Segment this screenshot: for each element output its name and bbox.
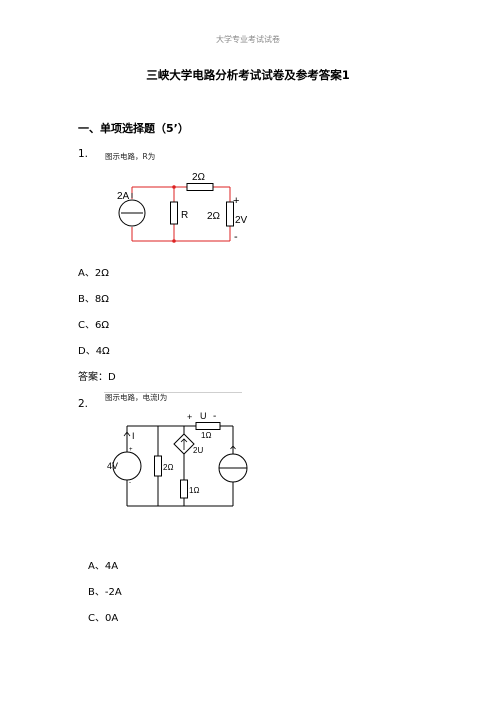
page-header: 大学专业考试试卷 xyxy=(216,35,280,44)
q1-right-resistor xyxy=(226,201,234,227)
q2-left-plus: + xyxy=(129,447,133,453)
q2-u-plus: + xyxy=(187,412,192,422)
question-1-circuit-diagram: 2A 2Ω R 2Ω + 2V - xyxy=(117,172,248,243)
question-2-prompt: 图示电路，电流I为 xyxy=(105,393,168,402)
q2-source-label: 4V xyxy=(107,461,118,471)
q1-top-resistor-label: 2Ω xyxy=(192,172,206,183)
q1-node-bottom xyxy=(172,239,176,243)
question-1-option-d: D、4Ω xyxy=(78,346,110,357)
q2-resistor-2ohm xyxy=(154,455,162,477)
q1-minus-sign: - xyxy=(234,231,238,243)
q1-plus-sign: + xyxy=(233,195,239,207)
question-2-option-b: B、-2A xyxy=(88,587,122,598)
document-title: 三峡大学电路分析考试试卷及参考答案1 xyxy=(146,68,350,82)
q1-wires xyxy=(131,186,231,242)
question-1-option-c: C、6Ω xyxy=(78,320,109,331)
question-1-prompt: 图示电路，R为 xyxy=(105,152,156,161)
section-title: 一、单项选择题（5’） xyxy=(78,122,189,135)
q2-resistor-1ohm-lower xyxy=(180,479,188,499)
q2-dependent-arrow-icon xyxy=(180,438,188,450)
q1-top-resistor xyxy=(186,183,214,191)
q2-voltage-source xyxy=(112,451,142,481)
q2-resistor-1ohm-lower-label: 1Ω xyxy=(189,486,199,495)
q2-u-minus: - xyxy=(213,411,216,422)
divider-line xyxy=(104,392,242,393)
question-1-option-a: A、2Ω xyxy=(78,268,109,279)
q1-node-top xyxy=(172,185,176,189)
q2-left-minus: - xyxy=(129,480,131,486)
q1-voltage-label: 2V xyxy=(235,215,248,226)
q1-right-resistor-label: 2Ω xyxy=(207,211,221,222)
q2-resistor-2ohm-label: 2Ω xyxy=(163,463,173,472)
q2-dependent-source-label: 2U xyxy=(193,446,203,455)
question-2-option-a: A、4A xyxy=(88,561,119,572)
q2-right-arrow-icon xyxy=(230,445,236,452)
question-2-circuit-diagram: 4V + - I 2Ω 2U 1Ω 1Ω + U - xyxy=(107,411,248,507)
q1-source-label: 2A xyxy=(117,191,130,202)
q2-u-label: U xyxy=(200,411,207,421)
q2-resistor-1ohm-top-label: 1Ω xyxy=(201,431,211,440)
question-1-answer: 答案：D xyxy=(78,372,116,383)
q1-mid-resistor-label: R xyxy=(181,210,188,221)
question-1-number: 1. xyxy=(78,148,89,160)
q2-resistor-1ohm-top xyxy=(195,422,221,430)
q2-wires xyxy=(126,425,234,507)
question-2-option-c: C、0A xyxy=(88,613,119,624)
q1-current-source xyxy=(118,199,146,227)
q2-current-label: I xyxy=(132,431,135,441)
question-1-option-b: B、8Ω xyxy=(78,294,109,305)
q2-current-arrow-icon xyxy=(123,431,131,442)
question-2-number: 2. xyxy=(78,398,89,410)
q1-mid-resistor xyxy=(170,201,178,225)
